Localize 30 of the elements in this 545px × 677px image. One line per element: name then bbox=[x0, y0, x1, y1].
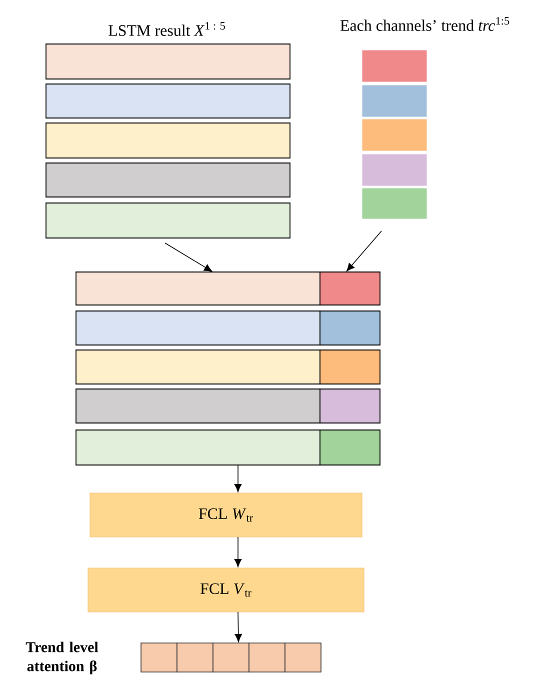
heading: LSTM result X$^{1 : 5}$ bbox=[108, 22, 225, 36]
node-caption: Trend level attention β bbox=[26, 642, 98, 674]
arrow bbox=[346, 230, 382, 272]
color-block bbox=[320, 272, 380, 306]
feature-bar bbox=[46, 84, 290, 118]
feature-bar bbox=[46, 162, 290, 198]
arrow bbox=[234, 536, 242, 567]
color-block bbox=[320, 350, 380, 384]
feature-bar bbox=[46, 44, 290, 80]
feature-bar bbox=[46, 202, 290, 238]
arrow bbox=[164, 242, 212, 272]
arrow bbox=[234, 612, 242, 642]
feature-bar bbox=[76, 272, 320, 306]
color-block bbox=[320, 430, 380, 466]
feature-bar bbox=[46, 122, 290, 158]
color-block bbox=[362, 154, 428, 186]
layer-box: FCL V$_{tr}$ bbox=[88, 568, 364, 612]
color-block bbox=[320, 310, 380, 346]
heading: Each channels’ trend trc$^{1:5}$ bbox=[340, 17, 510, 31]
layer-box: FCL W$_{tr}$ bbox=[90, 492, 362, 538]
arrow bbox=[234, 464, 242, 492]
color-block bbox=[320, 388, 380, 424]
feature-bar bbox=[76, 350, 320, 384]
feature-bar bbox=[76, 430, 320, 466]
color-block bbox=[362, 50, 428, 82]
feature-bar bbox=[76, 388, 320, 424]
color-block bbox=[362, 118, 428, 152]
feature-bar bbox=[76, 310, 320, 346]
color-block bbox=[362, 188, 428, 220]
color-block bbox=[362, 84, 428, 118]
